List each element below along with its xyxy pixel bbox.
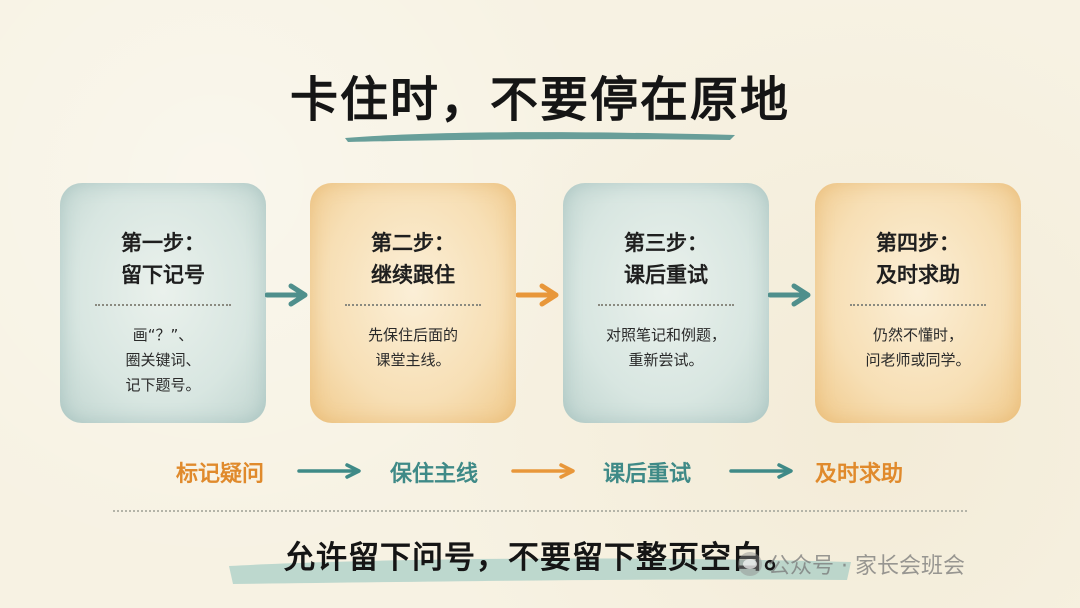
watermark-text: 公众号 · 家长会班会 [768,554,965,579]
desc-line: 仍然不懂时， [872,326,963,344]
desc-line: 画“？”、 [132,326,194,344]
step-description: 对照笔记和例题， 重新尝试。 [563,323,769,373]
page-title: 卡住时，不要停在原地 [289,72,790,128]
step-card-1: 第一步： 留下记号 画“？”、 圈关键词、 记下题号。 [60,183,266,423]
dotted-divider [113,510,967,512]
step-heading: 第四步： 及时求助 [815,227,1021,291]
card-divider [598,304,734,306]
step-description: 画“？”、 圈关键词、 记下题号。 [60,323,266,398]
arrow-right-icon [729,463,793,479]
step-description: 先保住后面的 课堂主线。 [310,323,516,373]
bottom-message: 允许留下问号，不要留下整页空白。 [284,540,796,576]
step-card-2: 第二步： 继续跟住 先保住后面的 课堂主线。 [310,183,516,423]
desc-line: 记下题号。 [125,376,201,394]
flow-label-4: 及时求助 [815,462,904,487]
desc-line: 圈关键词、 [125,351,201,369]
flow-label-1: 标记疑问 [176,462,265,487]
card-divider [850,304,986,306]
step-description: 仍然不懂时， 问老师或同学。 [815,323,1021,373]
desc-line: 先保住后面的 [367,326,458,344]
wechat-icon [738,552,762,576]
step-heading: 第一步： 留下记号 [60,227,266,291]
step-number: 第二步： [371,231,455,255]
desc-line: 对照笔记和例题， [605,326,726,344]
step-number: 第一步： [121,231,205,255]
step-heading: 第二步： 继续跟住 [310,227,516,291]
bottom-brush-stroke [229,558,851,584]
arrow-right-icon [265,283,308,307]
card-divider [345,304,481,306]
step-number: 第四步： [876,231,960,255]
step-number: 第三步： [624,231,708,255]
step-name: 继续跟住 [371,263,455,287]
step-card-4: 第四步： 及时求助 仍然不懂时， 问老师或同学。 [815,183,1021,423]
card-divider [95,304,231,306]
flow-label-2: 保住主线 [390,462,479,487]
step-name: 及时求助 [876,263,960,287]
desc-line: 问老师或同学。 [865,351,971,369]
flow-label-3: 课后重试 [603,462,692,487]
watermark: 公众号 · 家长会班会 [738,548,965,580]
desc-line: 重新尝试。 [628,351,704,369]
step-heading: 第三步： 课后重试 [563,227,769,291]
step-card-3: 第三步： 课后重试 对照笔记和例题， 重新尝试。 [563,183,769,423]
arrow-right-icon [511,463,575,479]
arrow-right-icon [516,283,559,307]
desc-line: 课堂主线。 [375,351,451,369]
arrow-right-icon [768,283,811,307]
title-brush-stroke [345,132,735,142]
step-name: 课后重试 [624,263,708,287]
step-name: 留下记号 [121,263,205,287]
arrow-right-icon [297,463,361,479]
